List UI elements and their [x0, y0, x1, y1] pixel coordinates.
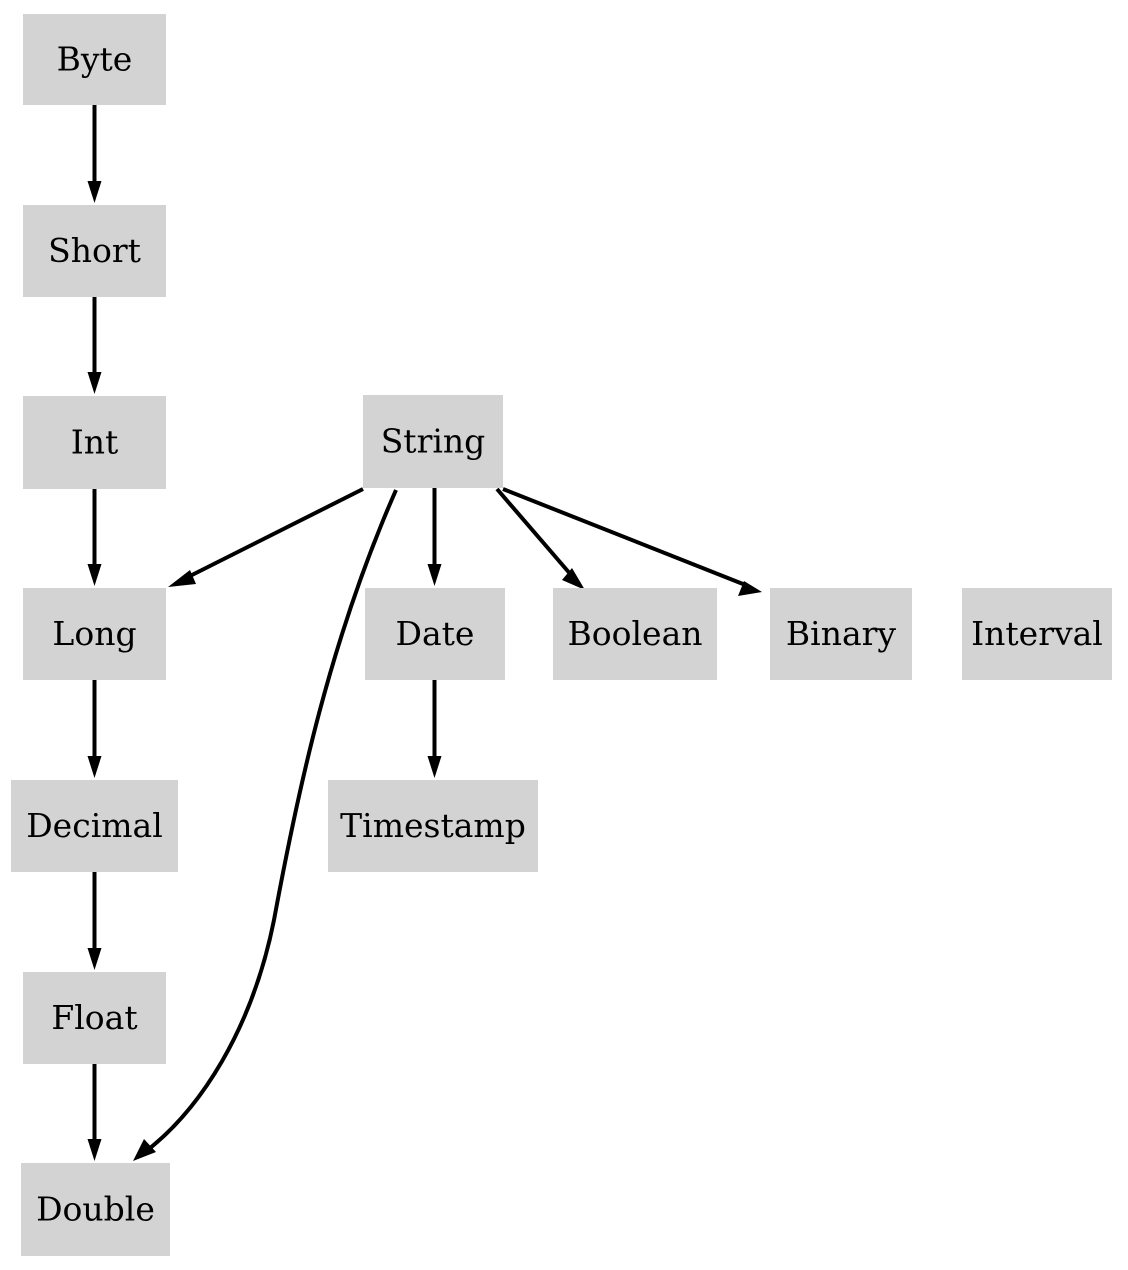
- node-label: Short: [48, 231, 141, 270]
- node-label: Byte: [57, 40, 133, 79]
- arrowhead-icon: [562, 568, 585, 590]
- node-float[interactable]: Float: [23, 972, 166, 1064]
- arrowhead-icon: [87, 181, 102, 203]
- node-box[interactable]: [11, 780, 178, 872]
- edge-int-long: [87, 489, 102, 586]
- edge-byte-short: [87, 105, 102, 203]
- node-timestamp[interactable]: Timestamp: [328, 780, 538, 872]
- arrowhead-icon: [427, 756, 442, 778]
- node-label: Binary: [786, 614, 897, 653]
- edge-decimal-float: [87, 872, 102, 970]
- edge-line: [502, 487, 749, 588]
- node-label: Int: [71, 423, 119, 462]
- edge-long-decimal: [87, 680, 102, 778]
- edge-string-long: [168, 487, 364, 587]
- edge-line: [143, 489, 398, 1154]
- edge-short-int: [87, 297, 102, 394]
- node-box[interactable]: [365, 588, 505, 680]
- node-short[interactable]: Short: [23, 205, 166, 297]
- node-box[interactable]: [23, 396, 166, 489]
- arrowhead-icon: [168, 570, 196, 587]
- edge-string-boolean: [495, 487, 585, 590]
- node-int[interactable]: Int: [23, 396, 166, 489]
- node-interval[interactable]: Interval: [962, 588, 1112, 680]
- node-box[interactable]: [328, 780, 538, 872]
- arrowhead-icon: [87, 756, 102, 778]
- node-label: String: [381, 422, 486, 461]
- node-box[interactable]: [23, 14, 166, 105]
- node-box[interactable]: [363, 395, 503, 488]
- node-label: Interval: [971, 614, 1103, 653]
- arrowhead-icon: [87, 1139, 102, 1161]
- arrowhead-icon: [133, 1139, 156, 1161]
- arrowhead-icon: [87, 948, 102, 970]
- node-label: Double: [36, 1190, 155, 1229]
- node-label: Timestamp: [340, 806, 526, 845]
- node-box[interactable]: [23, 972, 166, 1064]
- edge-string-binary: [502, 487, 762, 596]
- node-string[interactable]: String: [363, 395, 503, 488]
- node-byte[interactable]: Byte: [23, 14, 166, 105]
- node-box[interactable]: [962, 588, 1112, 680]
- node-label: Date: [396, 614, 475, 653]
- node-boolean[interactable]: Boolean: [553, 588, 717, 680]
- node-box[interactable]: [21, 1163, 170, 1256]
- node-binary[interactable]: Binary: [770, 588, 912, 680]
- edges-layer: [87, 105, 762, 1161]
- node-label: Float: [51, 998, 137, 1037]
- node-double[interactable]: Double: [21, 1163, 170, 1256]
- node-box[interactable]: [553, 588, 717, 680]
- edge-string-date: [427, 488, 442, 586]
- node-date[interactable]: Date: [365, 588, 505, 680]
- node-label: Long: [52, 614, 136, 653]
- arrowhead-icon: [427, 564, 442, 586]
- edge-date-timestamp: [427, 680, 442, 778]
- node-label: Decimal: [26, 806, 163, 845]
- arrowhead-icon: [87, 564, 102, 586]
- edge-float-double: [87, 1064, 102, 1161]
- node-box[interactable]: [23, 205, 166, 297]
- node-decimal[interactable]: Decimal: [11, 780, 178, 872]
- node-box[interactable]: [23, 588, 166, 680]
- arrowhead-icon: [738, 581, 762, 596]
- node-label: Boolean: [568, 614, 703, 653]
- node-long[interactable]: Long: [23, 588, 166, 680]
- node-box[interactable]: [770, 588, 912, 680]
- edge-line: [185, 487, 364, 580]
- arrowhead-icon: [87, 372, 102, 394]
- edge-string-double: [133, 489, 398, 1161]
- edge-line: [495, 487, 574, 578]
